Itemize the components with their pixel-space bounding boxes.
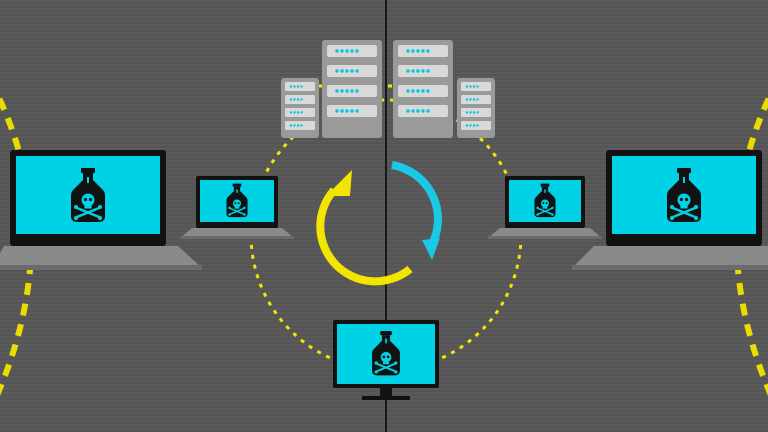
laptop-left-large <box>0 150 202 270</box>
desktop-monitor-bottom <box>333 320 439 400</box>
server-rack-icon <box>281 40 495 138</box>
laptop-left-small <box>180 176 294 239</box>
laptop-right-large <box>572 150 768 270</box>
right-edge-network-arc <box>733 93 768 396</box>
circular-sync-arrows-icon <box>316 161 442 286</box>
laptop-right-small <box>488 176 602 239</box>
left-edge-network-arc <box>0 93 35 396</box>
